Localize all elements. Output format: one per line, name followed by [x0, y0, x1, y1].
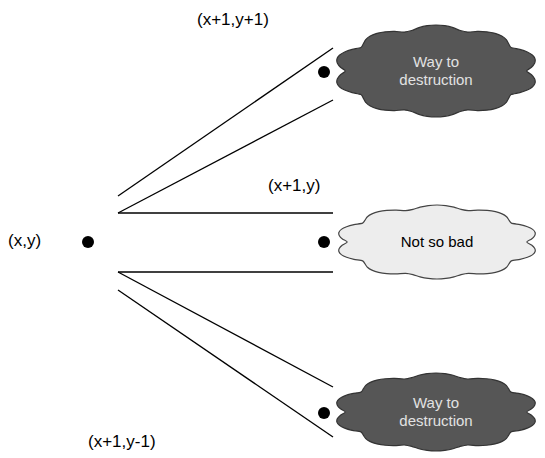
- channel-line: [118, 48, 333, 196]
- cloud-node: Way to destruction: [330, 370, 542, 454]
- cloud-node: Way to destruction: [330, 22, 542, 120]
- state-dot: [82, 236, 94, 248]
- state-dot: [318, 66, 330, 78]
- cloud-outline: [337, 25, 535, 117]
- coordinate-label: (x,y): [8, 231, 41, 251]
- channel-line: [118, 290, 333, 437]
- channel-line: [118, 100, 333, 213]
- cloud-outline: [339, 205, 535, 279]
- state-dot: [318, 236, 330, 248]
- channel-line: [118, 212, 333, 213]
- coordinate-label: (x+1,y): [268, 176, 320, 196]
- coordinate-label: (x+1,y-1): [88, 432, 156, 452]
- cloud-text: Way to destruction: [376, 53, 496, 89]
- cloud-text: Way to destruction: [376, 394, 496, 430]
- coordinate-label: (x+1,y+1): [197, 10, 269, 30]
- channel-line: [118, 271, 333, 272]
- cloud-outline: [337, 373, 535, 451]
- state-dot: [318, 407, 330, 419]
- channel-line: [118, 272, 333, 387]
- cloud-node: Not so bad: [332, 202, 542, 282]
- cloud-text: Not so bad: [401, 233, 474, 251]
